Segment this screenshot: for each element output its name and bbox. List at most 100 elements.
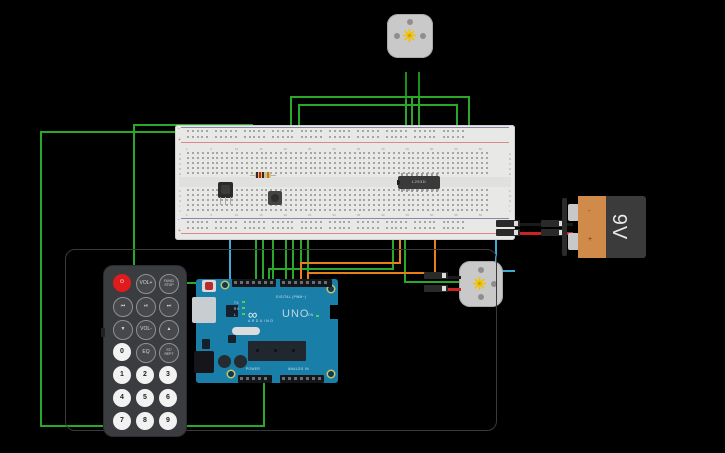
reset-button[interactable] — [202, 280, 216, 292]
remote-button-5[interactable]: 5 — [136, 389, 154, 407]
arduino-header-pin[interactable] — [318, 377, 321, 380]
wire-green-arduino-b — [262, 238, 264, 282]
breadboard-hole — [187, 167, 189, 169]
remote-button-2[interactable]: 2 — [136, 366, 154, 384]
arduino-header-pin[interactable] — [312, 377, 315, 380]
arduino-header-pin[interactable] — [282, 281, 285, 284]
breadboard-hole — [387, 204, 390, 206]
arduino-header-pin[interactable] — [282, 377, 285, 380]
breadboard-hole — [216, 167, 219, 169]
dc-motor-top[interactable] — [387, 14, 433, 58]
remote-button-down[interactable]: ▼ — [113, 320, 133, 340]
arduino-header-pin[interactable] — [264, 377, 267, 380]
arduino-header-pin[interactable] — [318, 281, 321, 284]
breadboard-rail-hole — [215, 221, 218, 223]
arduino-header-pin[interactable] — [306, 377, 309, 380]
breadboard-row-label: B — [179, 157, 182, 161]
arduino-header-pin[interactable] — [294, 281, 297, 284]
breadboard-hole — [240, 199, 243, 201]
arduino-header-pin[interactable] — [240, 281, 243, 284]
arduino-header-pin[interactable] — [252, 377, 255, 380]
remote-button-up[interactable]: ▲ — [159, 320, 179, 340]
arduino-header-pin[interactable] — [252, 281, 255, 284]
remote-button-power[interactable]: ⏻ — [113, 274, 131, 292]
arduino-header-pin[interactable] — [258, 377, 261, 380]
chip-pin — [411, 173, 413, 176]
breadboard-hole — [211, 152, 214, 154]
arduino-header-pin[interactable] — [246, 377, 249, 380]
breadboard-hole — [206, 152, 209, 154]
breadboard-hole — [334, 167, 336, 169]
ir-remote-control[interactable]: ⏻ VOL+ FUNC/ STOP ⏮ ⏯ ⏭ ▼ VOL- ▲ 0 EQ ST… — [101, 266, 186, 436]
remote-button-previous[interactable]: ⏮ — [113, 297, 133, 317]
arduino-header-pin[interactable] — [324, 281, 327, 284]
pushbutton[interactable] — [268, 191, 282, 205]
motor-driver-ic[interactable]: L293D — [397, 173, 440, 192]
breadboard-rail-hole — [319, 130, 322, 132]
power-header[interactable] — [238, 375, 272, 383]
breadboard-hole — [353, 204, 356, 206]
analog-header-label: ANALOG IN — [288, 367, 309, 371]
remote-button-4[interactable]: 4 — [113, 389, 131, 407]
remote-button-3[interactable]: 3 — [159, 366, 177, 384]
remote-button-eq[interactable]: EQ — [136, 343, 156, 363]
remote-button-next[interactable]: ⏭ — [159, 297, 179, 317]
usb-b-connector[interactable] — [192, 297, 216, 323]
breadboard-hole — [451, 162, 454, 164]
remote-button-func-stop[interactable]: FUNC/ STOP — [159, 274, 179, 294]
arduino-uno-board[interactable]: DIGITAL (PWM~) POWER ANALOG IN TX RX L O… — [192, 279, 338, 383]
analog-header[interactable] — [280, 375, 324, 383]
digital-header-left[interactable] — [232, 279, 276, 287]
arduino-header-pin[interactable] — [294, 377, 297, 380]
breadboard-hole — [206, 204, 209, 206]
remote-button-1[interactable]: 1 — [113, 366, 131, 384]
arduino-header-pin[interactable] — [246, 281, 249, 284]
remote-button-play-pause[interactable]: ⏯ — [136, 297, 156, 317]
breadboard-column-label: 40 — [381, 147, 385, 151]
remote-button-vol-up[interactable]: VOL+ — [136, 274, 156, 294]
breadboard-hole — [422, 204, 425, 206]
breadboard-hole — [255, 157, 258, 159]
arduino-header-pin[interactable] — [270, 281, 273, 284]
breadboard-hole — [231, 209, 234, 211]
remote-button-8[interactable]: 8 — [136, 412, 154, 430]
arduino-header-pin[interactable] — [240, 377, 243, 380]
resistor[interactable] — [250, 172, 276, 178]
remote-button-st-rept[interactable]: ST/ REPT — [159, 343, 179, 363]
arduino-header-pin[interactable] — [234, 281, 237, 284]
breadboard-hole — [245, 167, 248, 169]
remote-button-0[interactable]: 0 — [113, 343, 131, 361]
arduino-header-pin[interactable] — [312, 281, 315, 284]
breadboard-rail-hole — [277, 136, 279, 138]
resistor-lead-right — [270, 174, 276, 176]
remote-button-vol-down[interactable]: VOL- — [136, 320, 156, 340]
breadboard-hole — [476, 194, 479, 196]
breadboard-hole — [270, 162, 273, 164]
breadboard-hole — [270, 157, 273, 159]
arduino-header-pin[interactable] — [264, 281, 267, 284]
digital-header-right[interactable] — [280, 279, 332, 287]
dc-motor-right[interactable] — [459, 261, 503, 307]
arduino-header-pin[interactable] — [300, 281, 303, 284]
arduino-header-pin[interactable] — [288, 281, 291, 284]
breadboard-hole — [250, 199, 253, 201]
arduino-header-pin[interactable] — [288, 377, 291, 380]
breadboard-hole — [466, 162, 469, 164]
ir-receiver[interactable] — [218, 182, 233, 205]
breadboard-hole — [334, 209, 336, 211]
nine-volt-battery[interactable]: - + 9V — [562, 196, 646, 258]
dc-power-jack[interactable] — [194, 351, 214, 373]
breadboard-hole — [216, 172, 219, 174]
arduino-header-pin[interactable] — [300, 377, 303, 380]
breadboard-hole — [250, 209, 253, 211]
breadboard-rail-hole — [371, 227, 374, 229]
remote-button-6[interactable]: 6 — [159, 389, 177, 407]
remote-button-9[interactable]: 9 — [159, 412, 177, 430]
arduino-header-pin[interactable] — [258, 281, 261, 284]
breadboard-hole — [319, 189, 322, 191]
breadboard-hole — [231, 167, 234, 169]
breadboard-hole — [358, 152, 361, 154]
remote-button-7[interactable]: 7 — [113, 412, 131, 430]
arduino-header-pin[interactable] — [306, 281, 309, 284]
